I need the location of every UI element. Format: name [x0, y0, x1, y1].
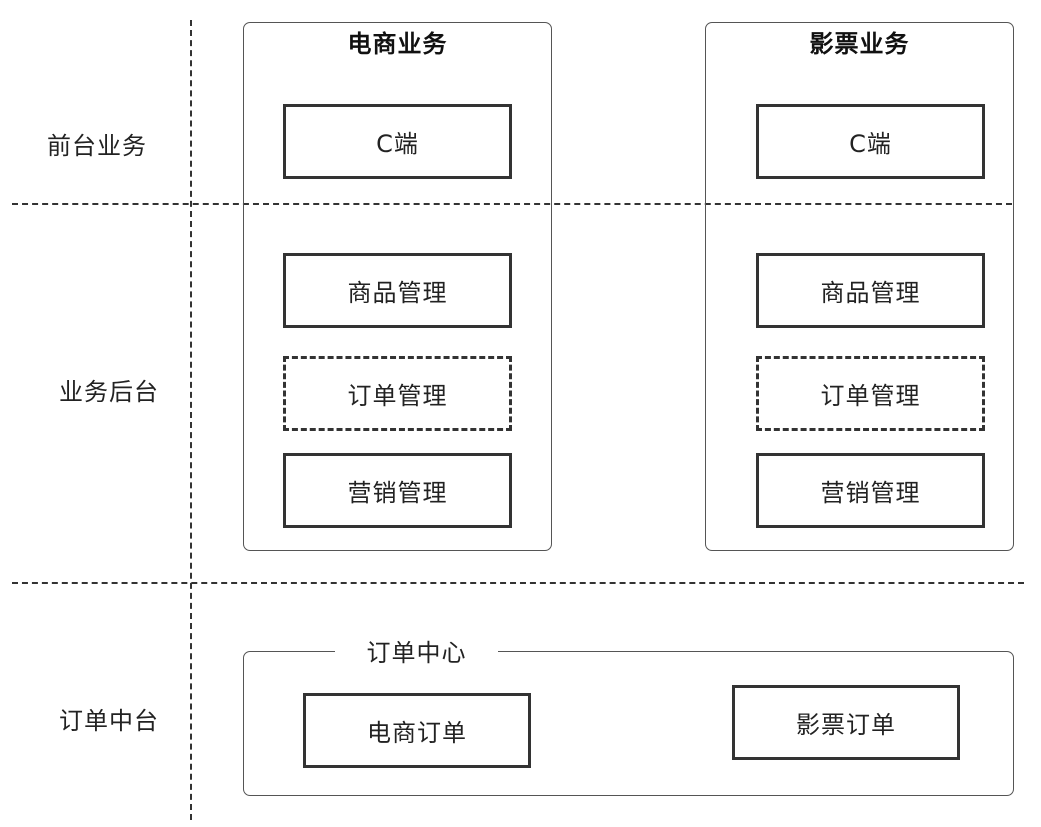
box-movie-c-end: C端 [756, 104, 985, 179]
column-ecommerce [243, 22, 552, 551]
box-movie-order: 影票订单 [732, 685, 960, 760]
horizontal-separator-frontend [12, 203, 1012, 205]
box-ecommerce-c-end: C端 [283, 104, 512, 179]
horizontal-separator-backend [12, 582, 1024, 584]
order-center-container [243, 651, 1014, 796]
column-title-ecommerce: 电商业务 [347, 30, 448, 58]
box-ecommerce-order: 电商订单 [303, 693, 531, 768]
layer-label-frontend: 前台业务 [47, 132, 147, 160]
column-movie-ticket [705, 22, 1014, 551]
box-ecommerce-marketing-mgmt: 营销管理 [283, 453, 512, 528]
box-movie-product-mgmt: 商品管理 [756, 253, 985, 328]
box-ecommerce-product-mgmt: 商品管理 [283, 253, 512, 328]
box-movie-marketing-mgmt: 营销管理 [756, 453, 985, 528]
layer-label-business-backend: 业务后台 [59, 378, 159, 406]
box-ecommerce-order-mgmt: 订单管理 [283, 356, 512, 431]
box-movie-order-mgmt: 订单管理 [756, 356, 985, 431]
layer-label-order-middle: 订单中台 [59, 707, 159, 735]
order-center-title: 订单中心 [335, 632, 498, 668]
column-title-movie-ticket: 影票业务 [809, 30, 910, 58]
vertical-separator [190, 20, 192, 820]
